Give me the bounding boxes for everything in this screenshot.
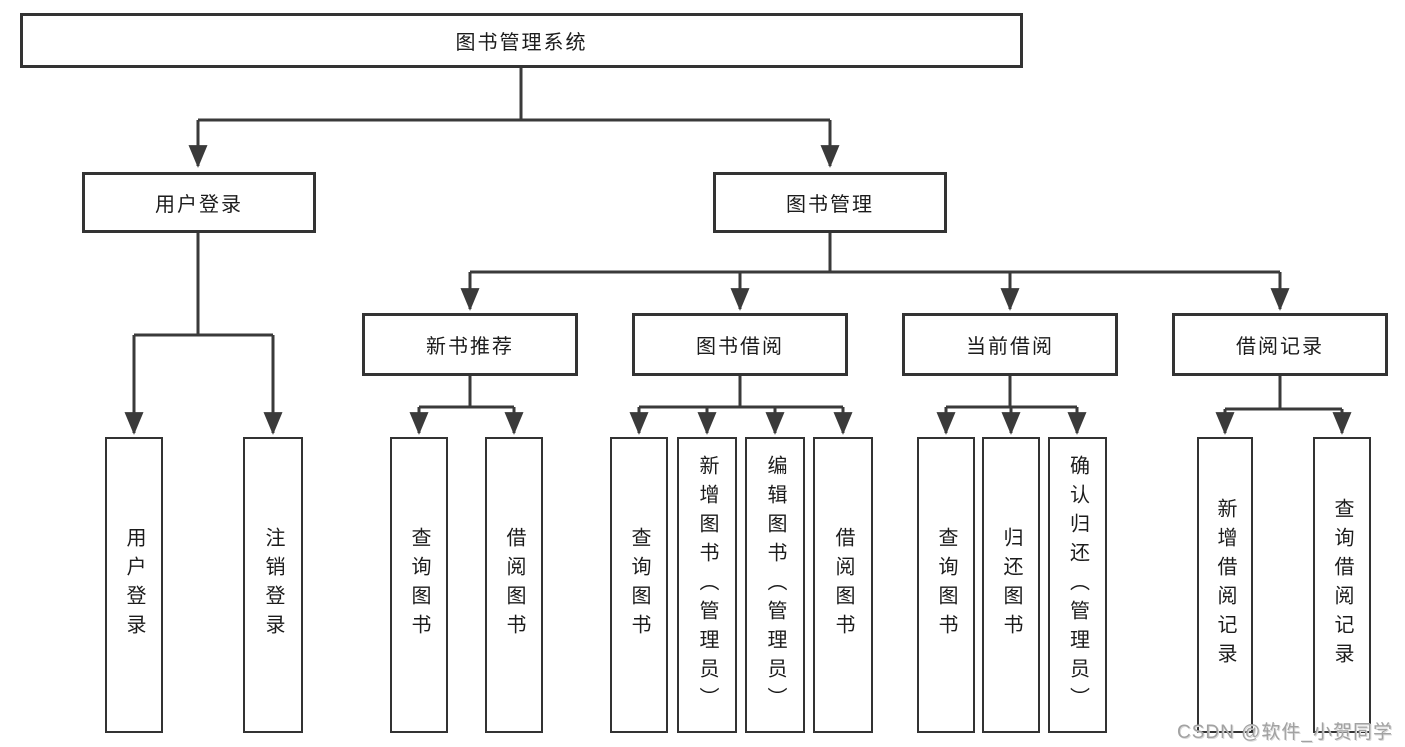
query-books-current-label: 查询图书: [935, 527, 957, 643]
csdn-watermark: CSDN @软件_小贺同学: [1177, 722, 1393, 743]
node-new-book-recommend: 新书推荐: [362, 313, 578, 376]
node-logout-leaf: 注销登录: [243, 437, 303, 733]
borrow-records-label: 借阅记录: [1236, 336, 1324, 358]
current-borrowing-label: 当前借阅: [966, 336, 1054, 358]
borrow-book-label: 借阅图书: [832, 527, 854, 643]
query-books-recommend-label: 查询图书: [408, 527, 430, 643]
node-book-borrowing: 图书借阅: [632, 313, 848, 376]
node-add-book-admin: 新增图书（管理员）: [677, 437, 737, 733]
confirm-return-admin-label: 确认归还（管理员）: [1066, 454, 1089, 716]
node-book-management: 图书管理: [713, 172, 947, 233]
query-books-borrowing-label: 查询图书: [628, 527, 650, 643]
edit-book-admin-label: 编辑图书（管理员）: [764, 454, 786, 716]
node-query-books-current: 查询图书: [917, 437, 975, 733]
node-query-books-borrowing: 查询图书: [610, 437, 668, 733]
node-confirm-return-admin: 确认归还（管理员）: [1048, 437, 1107, 733]
user-login-leaf-label: 用户登录: [123, 527, 145, 643]
borrow-book-recommend-label: 借阅图书: [503, 527, 525, 643]
add-book-admin-label: 新增图书（管理员）: [696, 454, 718, 716]
node-root-library-system: 图书管理系统: [20, 13, 1023, 68]
logout-leaf-label: 注销登录: [262, 527, 284, 643]
add-borrow-record-label: 新增借阅记录: [1214, 498, 1236, 672]
node-add-borrow-record: 新增借阅记录: [1197, 437, 1253, 733]
user-login-label: 用户登录: [155, 194, 243, 216]
node-borrow-book: 借阅图书: [813, 437, 873, 733]
root-label: 图书管理系统: [455, 32, 588, 54]
node-borrow-records: 借阅记录: [1172, 313, 1388, 376]
return-book-label: 归还图书: [1000, 527, 1022, 643]
node-user-login-leaf: 用户登录: [105, 437, 163, 733]
node-edit-book-admin: 编辑图书（管理员）: [745, 437, 805, 733]
node-return-book: 归还图书: [982, 437, 1040, 733]
node-user-login: 用户登录: [82, 172, 316, 233]
book-management-label: 图书管理: [786, 194, 874, 216]
query-borrow-record-label: 查询借阅记录: [1331, 498, 1353, 672]
node-current-borrowing: 当前借阅: [902, 313, 1118, 376]
node-query-borrow-record: 查询借阅记录: [1313, 437, 1371, 733]
new-book-recommend-label: 新书推荐: [426, 336, 514, 358]
node-query-books-recommend: 查询图书: [390, 437, 448, 733]
node-borrow-book-recommend: 借阅图书: [485, 437, 543, 733]
book-borrowing-label: 图书借阅: [696, 336, 784, 358]
